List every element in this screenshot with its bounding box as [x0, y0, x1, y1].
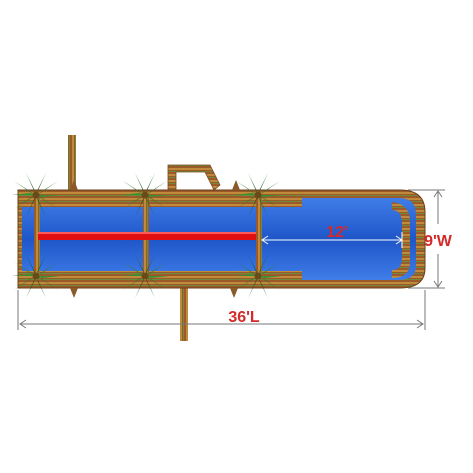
red-center-bar	[38, 232, 256, 240]
slide-end-curve	[392, 202, 410, 278]
slide-length-dimension	[261, 232, 403, 248]
top-left-post	[68, 135, 76, 193]
spike-bottom-right	[230, 288, 238, 298]
width-label: 9'W	[424, 233, 453, 250]
slide-length-label: 12'	[326, 224, 348, 241]
spike-top-right	[232, 180, 240, 190]
length-dimension	[17, 290, 426, 330]
top-handle	[167, 164, 221, 193]
divider-3	[256, 198, 262, 280]
bottom-rail	[22, 271, 302, 280]
bottom-center-post	[180, 285, 188, 341]
top-rail	[22, 198, 302, 207]
divider-1	[34, 198, 40, 280]
width-dimension	[408, 189, 445, 289]
spike-bottom-left	[70, 288, 78, 298]
spike-top-left	[70, 180, 78, 190]
length-label: 36'L	[228, 309, 260, 326]
